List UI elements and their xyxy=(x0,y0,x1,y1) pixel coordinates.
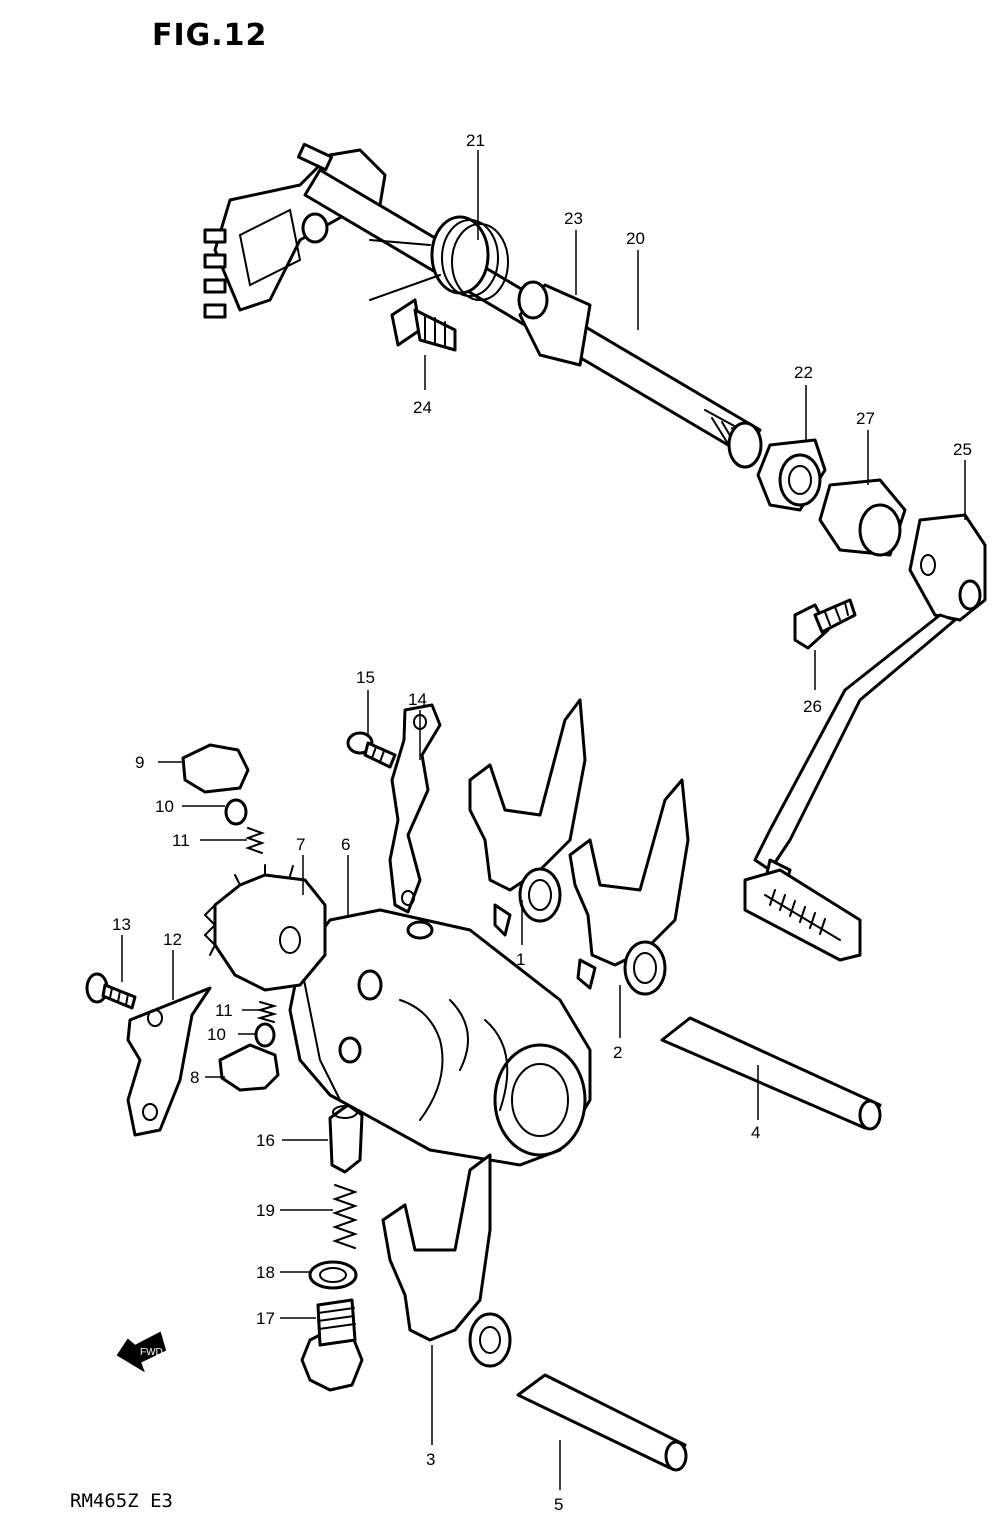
callout-27: 27 xyxy=(856,409,875,428)
return-spring xyxy=(369,215,509,301)
shift-fork-1 xyxy=(468,698,587,937)
callout-10-top: 10 xyxy=(155,797,174,816)
callout-25: 25 xyxy=(953,440,972,459)
figure-title: FIG.12 xyxy=(152,18,268,53)
shift-fork-2 xyxy=(568,778,690,996)
stopper-plate xyxy=(126,986,212,1137)
pin-top xyxy=(224,798,248,826)
callout-17: 17 xyxy=(256,1309,275,1328)
gear-position-pin xyxy=(328,1103,364,1174)
fwd-arrow-icon: FWD xyxy=(116,1331,167,1373)
cam-stopper-top xyxy=(181,743,250,794)
gearshift-lever xyxy=(743,513,987,962)
callout-16: 16 xyxy=(256,1131,275,1150)
cam-driven-gear xyxy=(203,864,327,992)
plug-bolt xyxy=(300,1298,364,1392)
callout-23: 23 xyxy=(564,209,583,228)
callout-11-top: 11 xyxy=(172,831,190,850)
screw-13 xyxy=(85,972,137,1010)
cam-guide-plate xyxy=(388,703,442,914)
callout-11-bottom: 11 xyxy=(215,1001,233,1020)
shift-fork-3 xyxy=(381,1153,512,1368)
pin-bottom xyxy=(254,1022,276,1048)
callout-2: 2 xyxy=(613,1043,622,1062)
callout-19: 19 xyxy=(256,1201,275,1220)
cam-stopper-bottom xyxy=(218,1043,280,1092)
oil-seal xyxy=(756,438,827,512)
spacer-sleeve xyxy=(818,478,907,557)
callout-6: 6 xyxy=(341,835,350,854)
callout-18: 18 xyxy=(256,1263,275,1282)
callout-22: 22 xyxy=(794,363,813,382)
shaft-collar xyxy=(517,280,592,367)
callout-24: 24 xyxy=(413,398,432,417)
spring-top xyxy=(245,827,265,854)
gasket-washer xyxy=(308,1260,358,1290)
callout-8: 8 xyxy=(190,1068,199,1087)
callout-4: 4 xyxy=(751,1123,760,1142)
leader-lines xyxy=(121,150,966,1490)
screw-15 xyxy=(346,731,397,769)
detent-spring xyxy=(331,1184,359,1249)
callout-7: 7 xyxy=(296,835,305,854)
shift-arm xyxy=(203,142,387,319)
callout-15: 15 xyxy=(356,668,375,687)
model-code: RM465Z E3 xyxy=(70,1490,173,1512)
fork-shaft-4 xyxy=(660,1016,882,1131)
callout-1: 1 xyxy=(516,950,525,969)
callout-10-bottom: 10 xyxy=(207,1025,226,1044)
callout-14: 14 xyxy=(408,690,427,709)
callout-3: 3 xyxy=(426,1450,435,1469)
svg-text:FWD: FWD xyxy=(140,1347,163,1358)
lever-bolt xyxy=(793,598,857,650)
fork-shaft-5 xyxy=(516,1373,688,1472)
callout-26: 26 xyxy=(803,697,822,716)
spring-bottom xyxy=(256,1001,278,1023)
callout-9: 9 xyxy=(135,753,144,772)
gearshift-cam xyxy=(288,908,592,1167)
callout-21: 21 xyxy=(466,131,485,150)
callout-12: 12 xyxy=(163,930,182,949)
callout-20: 20 xyxy=(626,229,645,248)
callout-13: 13 xyxy=(112,915,131,934)
spring-stopper-bolt xyxy=(390,298,457,352)
callout-5: 5 xyxy=(554,1495,563,1514)
